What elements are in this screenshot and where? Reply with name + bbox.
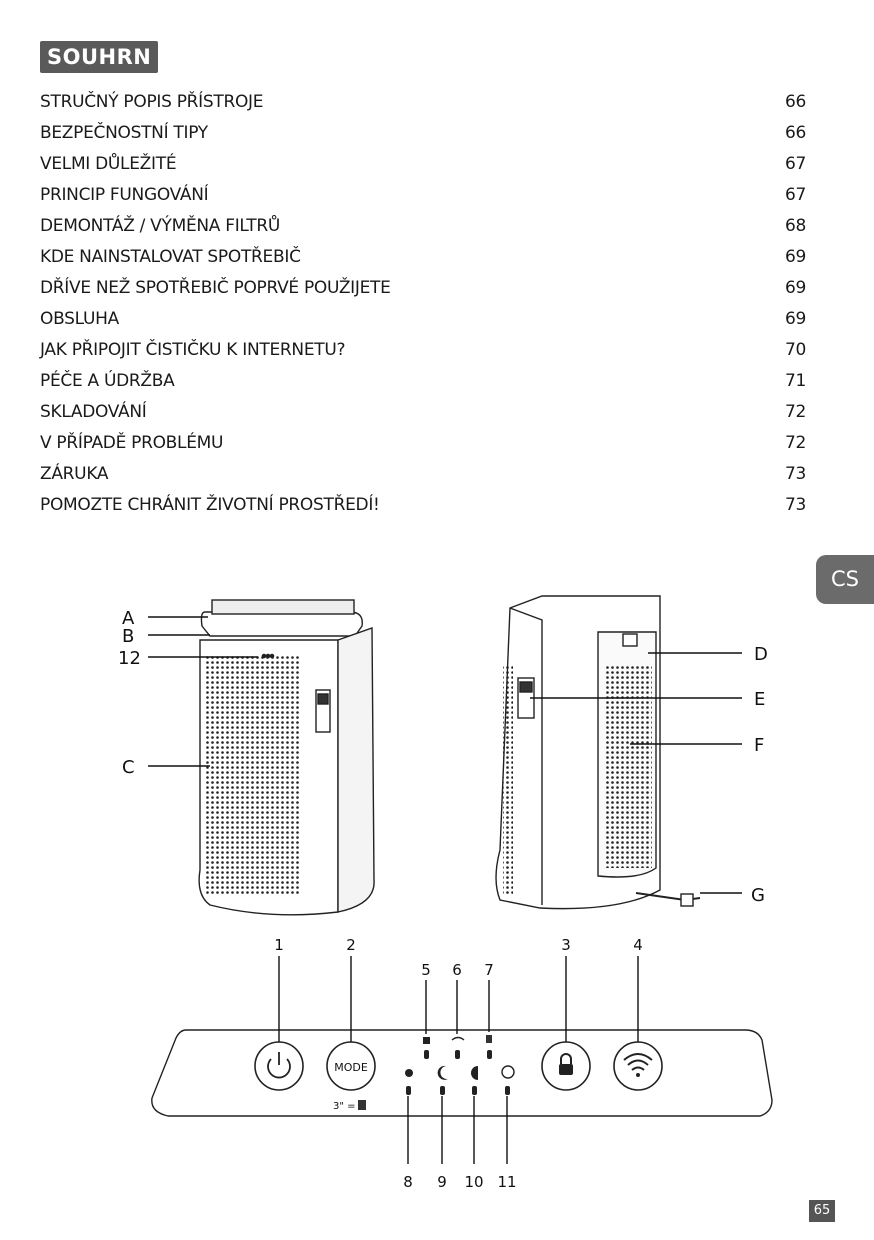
toc-entry: PRINCIP FUNGOVÁNÍ 67 <box>40 179 806 210</box>
toc-entry-page: 73 <box>784 494 806 515</box>
panel-label-7: 7 <box>484 961 494 979</box>
led-5 <box>424 1050 429 1059</box>
toc-entry-title: POMOZTE CHRÁNIT ŽIVOTNÍ PROSTŘEDÍ! <box>40 494 380 515</box>
toc-entry-title: KDE NAINSTALOVAT SPOTŘEBIČ <box>40 246 301 267</box>
panel-label-9: 9 <box>437 1173 447 1191</box>
mode-button[interactable]: MODE <box>326 1041 376 1091</box>
toc-entry: JAK PŘIPOJIT ČISTIČKU K INTERNETU? 70 <box>40 334 806 365</box>
panel-label-5: 5 <box>421 961 431 979</box>
callout-12: 12 <box>118 648 141 669</box>
back-callouts <box>530 652 742 894</box>
toc-entry-title: VELMI DŮLEŽITÉ <box>40 153 177 174</box>
toc-entry-title: PRINCIP FUNGOVÁNÍ <box>40 184 209 205</box>
led-11 <box>505 1086 510 1095</box>
power-icon <box>267 1058 291 1079</box>
moon-icon <box>437 1065 448 1080</box>
toc-entry-page: 72 <box>784 432 806 453</box>
toc-entry: DŘÍVE NEŽ SPOTŘEBIČ POPRVÉ POUŽIJETE 69 <box>40 272 806 303</box>
toc-entry: OBSLUHA 69 <box>40 303 806 334</box>
filter-icon <box>358 1100 366 1110</box>
purifier-back-view <box>495 595 701 910</box>
wifi-icon <box>623 1053 653 1071</box>
led-8 <box>406 1086 411 1095</box>
toc-entry-title: V PŘÍPADĚ PROBLÉMU <box>40 432 224 453</box>
mode-hint: 3" = <box>333 1101 356 1112</box>
panel-label-3: 3 <box>561 936 571 954</box>
toc-entry-title: ZÁRUKA <box>40 463 109 484</box>
toc-entry: DEMONTÁŽ / VÝMĚNA FILTRŮ 68 <box>40 210 806 241</box>
toc-entry: PÉČE A ÚDRŽBA 71 <box>40 365 806 396</box>
panel-label-6: 6 <box>452 961 462 979</box>
page-number: 65 <box>809 1200 835 1222</box>
toc-entry: SKLADOVÁNÍ 72 <box>40 396 806 427</box>
wifi-button[interactable] <box>613 1041 663 1091</box>
led-7 <box>487 1050 492 1059</box>
sun-icon <box>405 1069 413 1077</box>
auto-mode-icon <box>471 1066 478 1080</box>
callout-d: D <box>754 644 768 665</box>
purifier-front-view <box>198 599 375 916</box>
led-6 <box>455 1050 460 1059</box>
toc-entry: ZÁRUKA 73 <box>40 458 806 489</box>
toc-entry-page: 66 <box>784 122 806 143</box>
toc-entry-page: 71 <box>784 370 806 391</box>
toc-entry-page: 67 <box>784 184 806 205</box>
filter-indicator-icon <box>486 1035 492 1043</box>
toc-entry-page: 69 <box>784 308 806 329</box>
power-button[interactable] <box>254 1041 304 1091</box>
toc-entry-page: 73 <box>784 463 806 484</box>
panel-label-10: 10 <box>464 1173 483 1191</box>
callout-b: B <box>122 626 134 647</box>
toc-entry-page: 72 <box>784 401 806 422</box>
control-panel: MODE 3" = <box>151 1029 773 1117</box>
callout-f: F <box>754 735 764 756</box>
toc-entry: VELMI DŮLEŽITÉ 67 <box>40 148 806 179</box>
panel-label-2: 2 <box>346 936 356 954</box>
language-tab: CS <box>816 555 874 604</box>
panel-label-1: 1 <box>274 936 284 954</box>
toc-entry-page: 67 <box>784 153 806 174</box>
led-10 <box>472 1086 477 1095</box>
toc-entry-title: BEZPEČNOSTNÍ TIPY <box>40 122 208 143</box>
lock-icon <box>559 1064 573 1075</box>
toc-entry-page: 68 <box>784 215 806 236</box>
panel-label-8: 8 <box>403 1173 413 1191</box>
panel-callouts <box>278 956 639 1164</box>
panel-label-4: 4 <box>633 936 643 954</box>
toc-entry-title: DEMONTÁŽ / VÝMĚNA FILTRŮ <box>40 215 281 236</box>
callout-g: G <box>751 885 765 906</box>
panel-label-11: 11 <box>497 1173 516 1191</box>
toc-entry: STRUČNÝ POPIS PŘÍSTROJE 66 <box>40 86 806 117</box>
toc-entry: KDE NAINSTALOVAT SPOTŘEBIČ 69 <box>40 241 806 272</box>
toc-entry-title: SKLADOVÁNÍ <box>40 401 147 422</box>
toc-entry: V PŘÍPADĚ PROBLÉMU 72 <box>40 427 806 458</box>
toc-entry: POMOZTE CHRÁNIT ŽIVOTNÍ PROSTŘEDÍ! 73 <box>40 489 806 520</box>
callout-a: A <box>122 608 135 629</box>
toc-entry: BEZPEČNOSTNÍ TIPY 66 <box>40 117 806 148</box>
section-title: SOUHRN <box>40 41 159 73</box>
lock-indicator-icon <box>423 1037 430 1044</box>
mode-button-label: MODE <box>334 1061 368 1074</box>
toc-entry-page: 70 <box>784 339 806 360</box>
toc-entry-title: PÉČE A ÚDRŽBA <box>40 370 175 391</box>
toc-entry-page: 69 <box>784 246 806 267</box>
fan-icon <box>501 1065 515 1079</box>
toc-entry-page: 69 <box>784 277 806 298</box>
toc-entry-title: DŘÍVE NEŽ SPOTŘEBIČ POPRVÉ POUŽIJETE <box>40 277 391 298</box>
led-9 <box>440 1086 445 1095</box>
toc-entry-title: OBSLUHA <box>40 308 119 329</box>
callout-c: C <box>122 757 135 778</box>
lock-button[interactable] <box>541 1041 591 1091</box>
toc-entry-title: JAK PŘIPOJIT ČISTIČKU K INTERNETU? <box>40 339 346 360</box>
wifi-indicator-icon <box>451 1036 465 1041</box>
toc-entry-title: STRUČNÝ POPIS PŘÍSTROJE <box>40 91 264 112</box>
toc-entry-page: 66 <box>784 91 806 112</box>
front-callouts <box>148 616 258 767</box>
callout-e: E <box>754 689 765 710</box>
